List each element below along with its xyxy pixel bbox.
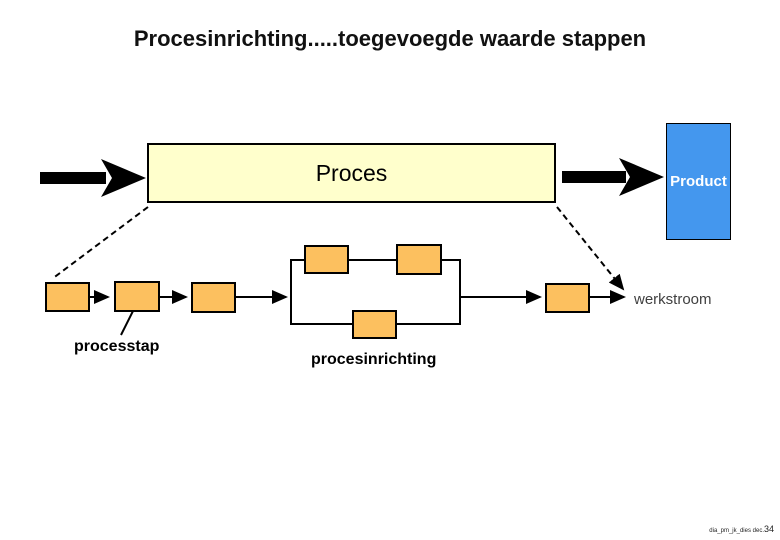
proces-box: Proces (147, 143, 556, 203)
werkstroom-label: werkstroom (634, 291, 712, 308)
slide-footer: dia_pm_jk_dies dec.34 (709, 519, 774, 537)
process-step-box (396, 244, 442, 275)
process-step-box (45, 282, 90, 312)
processtap-label: processtap (74, 338, 160, 355)
slide-number: 34 (763, 524, 774, 534)
product-box-label: Product (670, 173, 727, 190)
procesinrichting-label: procesinrichting (311, 351, 437, 368)
proces-box-label: Proces (315, 159, 388, 186)
dashed-connector-right (556, 206, 625, 291)
process-step-box (114, 281, 160, 312)
slide-title: Procesinrichting.....toegevoegde waarde … (133, 26, 647, 51)
product-box: Product (666, 123, 731, 240)
process-step-box (545, 283, 590, 313)
block-arrow-right-icon (40, 159, 146, 197)
process-step-box (352, 310, 397, 339)
footer-filename: dia_pm_jk_dies dec. (709, 528, 764, 534)
process-step-box (304, 245, 349, 274)
process-step-box (191, 282, 236, 313)
processtap-callout-line (120, 310, 134, 336)
dashed-connector-left (51, 206, 149, 280)
block-arrow-right-icon (562, 158, 664, 196)
